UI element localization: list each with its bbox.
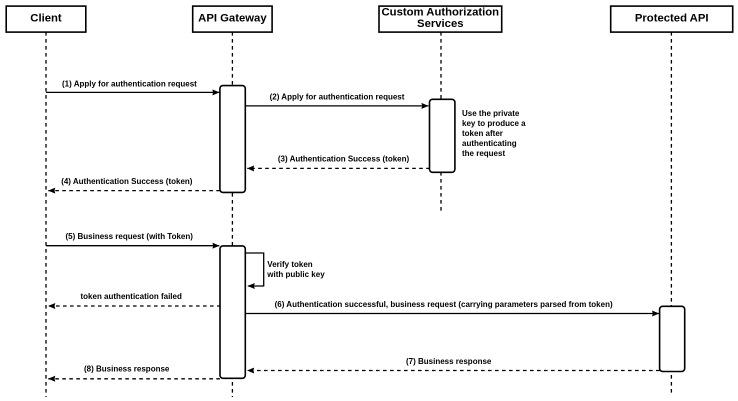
svg-text:token authentication failed: token authentication failed <box>81 292 182 301</box>
svg-text:(4) Authentication Success (to: (4) Authentication Success (token) <box>61 177 193 186</box>
svg-text:Use the private: Use the private <box>462 109 520 118</box>
svg-text:the request: the request <box>462 149 505 158</box>
svg-text:Services: Services <box>417 18 463 30</box>
svg-text:(5) Business request (with Tok: (5) Business request (with Token) <box>66 232 194 241</box>
svg-text:(3) Authentication Success (to: (3) Authentication Success (token) <box>278 155 410 164</box>
svg-text:(8) Business response: (8) Business response <box>84 365 170 374</box>
svg-text:authenticating: authenticating <box>462 139 517 148</box>
svg-text:(7) Business response: (7) Business response <box>406 357 492 366</box>
svg-text:Custom Authorization: Custom Authorization <box>382 6 500 18</box>
svg-text:(1) Apply for authentication r: (1) Apply for authentication request <box>62 79 197 88</box>
svg-text:with public key: with public key <box>266 270 325 279</box>
svg-text:Protected API: Protected API <box>635 13 709 25</box>
svg-text:(6) Authentication successful,: (6) Authentication successful, business … <box>275 300 613 309</box>
svg-text:token after: token after <box>462 129 503 138</box>
svg-text:(2) Apply for authentication r: (2) Apply for authentication request <box>270 92 405 101</box>
svg-text:API Gateway: API Gateway <box>198 13 267 25</box>
svg-text:key to produce a: key to produce a <box>462 119 526 128</box>
svg-text:Client: Client <box>30 13 62 25</box>
svg-text:Verify token: Verify token <box>267 260 312 269</box>
